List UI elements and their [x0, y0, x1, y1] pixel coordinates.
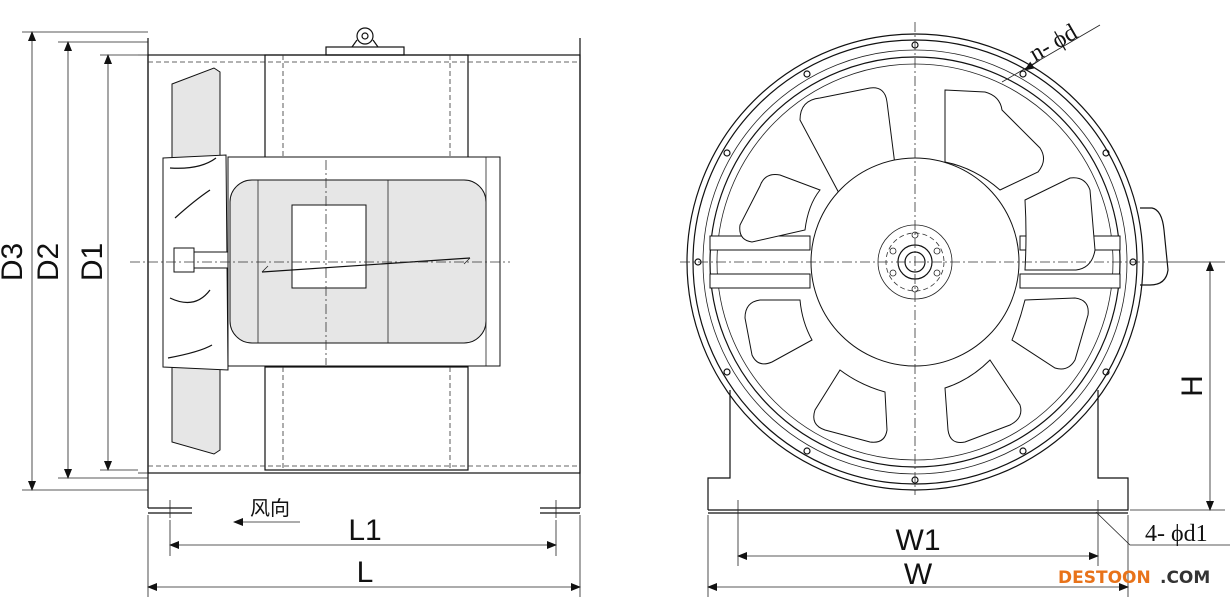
label-d1: D1 — [76, 243, 109, 281]
side-view: D3 D2 D1 L1 L 风向 — [0, 27, 581, 597]
motor — [227, 156, 501, 367]
anchor-hole-leader — [1095, 511, 1230, 546]
label-w1: W1 — [896, 524, 941, 557]
label-l1: L1 — [348, 514, 381, 547]
label-bolt-holes: n- ϕd — [1025, 19, 1082, 67]
label-h: H — [1176, 375, 1209, 397]
label-d3: D3 — [0, 243, 29, 281]
bolt-hole-leader — [1001, 24, 1101, 83]
horizontal-dimensions — [147, 515, 581, 597]
label-l: L — [357, 556, 374, 589]
label-anchor-holes: 4- ϕd1 — [1145, 521, 1208, 547]
label-airflow: 风向 — [250, 496, 290, 520]
vertical-dimensions — [22, 31, 148, 491]
watermark: DESTOON .COM — [1058, 568, 1210, 588]
label-w: W — [904, 558, 933, 591]
front-view: H W1 W n- ϕd 4- ϕd1 — [680, 19, 1230, 597]
impeller-side — [130, 67, 510, 455]
watermark-suffix: .COM — [1160, 568, 1210, 588]
label-d2: D2 — [32, 243, 65, 281]
terminal-box — [1140, 207, 1169, 286]
front-base — [707, 390, 1129, 520]
h-dimension — [1130, 261, 1225, 511]
w-dimensions — [707, 515, 1129, 597]
watermark-brand: DESTOON — [1058, 568, 1151, 588]
bolt-hole-leader-arrow — [1024, 59, 1041, 71]
